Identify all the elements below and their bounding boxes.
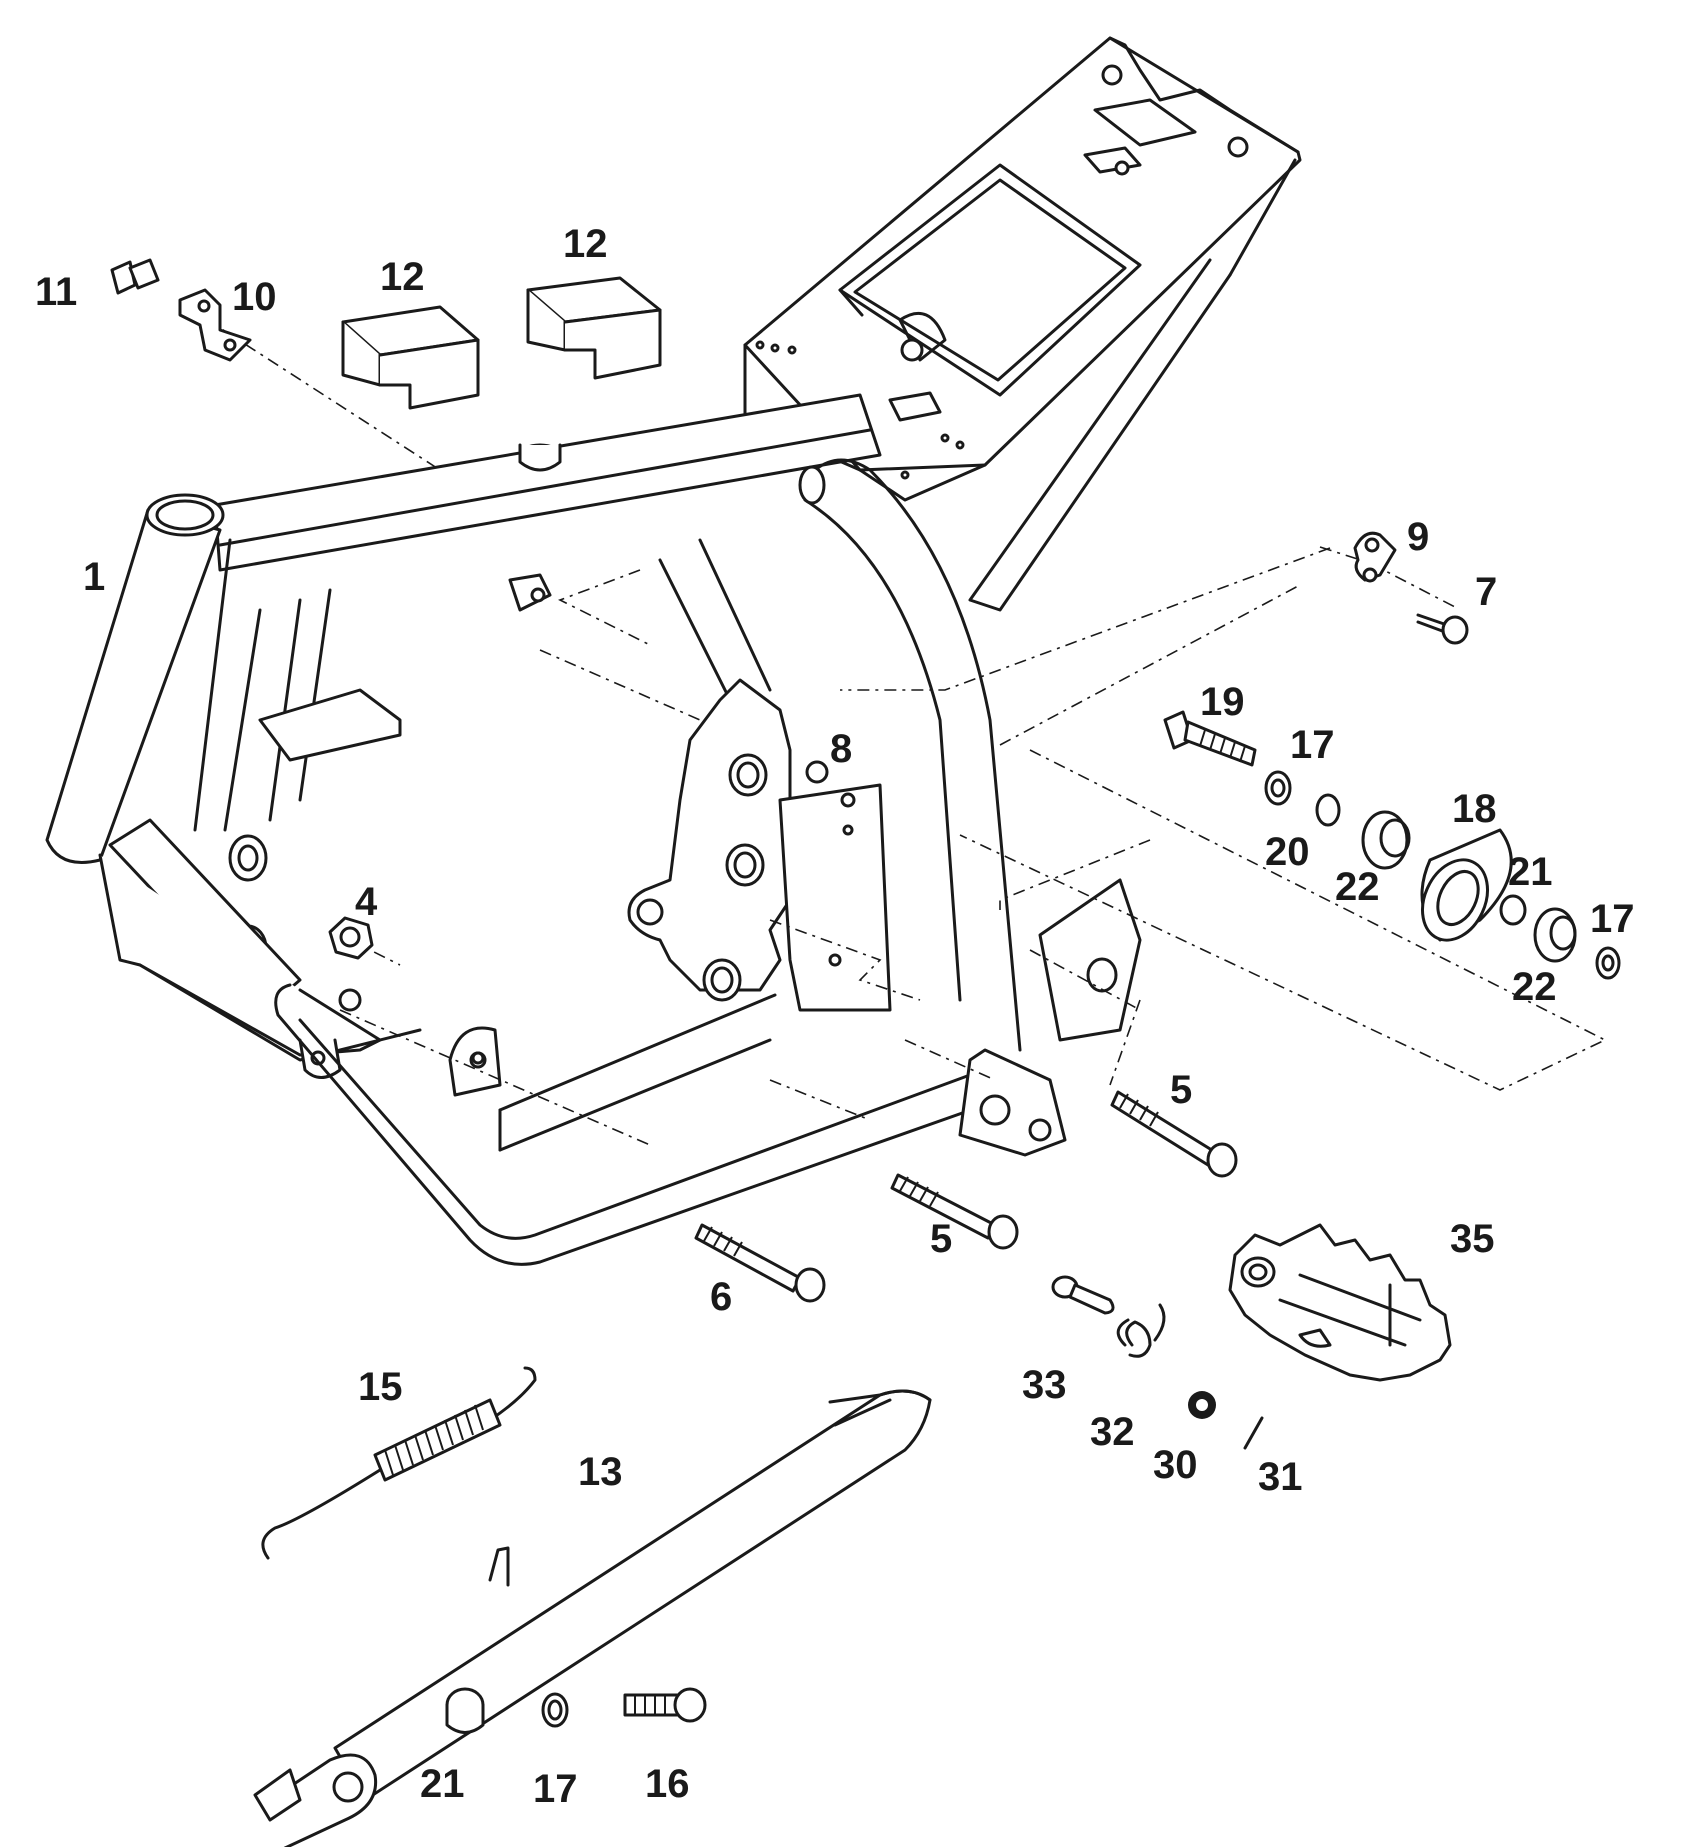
callout-17-bottom: 17 bbox=[533, 1767, 578, 1811]
part-31-cotter bbox=[1243, 1416, 1264, 1450]
part-22-bearing bbox=[1361, 810, 1411, 870]
part-15-spring bbox=[261, 1366, 537, 1560]
callout-33: 33 bbox=[1022, 1363, 1067, 1407]
pivot-plates bbox=[627, 678, 892, 1012]
callout-5-lower: 5 bbox=[930, 1217, 952, 1261]
down-tubes bbox=[193, 538, 402, 972]
part-10-bracket bbox=[178, 288, 252, 362]
main-loop-tube bbox=[274, 983, 987, 1266]
callout-35: 35 bbox=[1450, 1217, 1495, 1261]
callout-15: 15 bbox=[358, 1365, 403, 1409]
callout-labels: 1 4 5 5 6 7 8 9 10 11 12 12 13 15 16 17 … bbox=[35, 222, 1635, 1811]
callout-32: 32 bbox=[1090, 1410, 1135, 1454]
callout-9: 9 bbox=[1407, 515, 1429, 559]
part-5-bolt-upper bbox=[1110, 1090, 1238, 1178]
callout-17-upper: 17 bbox=[1290, 723, 1335, 767]
part-12-cover-left bbox=[341, 305, 480, 410]
callout-12-right: 12 bbox=[563, 222, 608, 266]
part-5-bolt-lower bbox=[890, 1173, 1019, 1250]
part-13-side-stand bbox=[253, 1389, 932, 1847]
mount-nub bbox=[338, 988, 362, 1012]
callout-11: 11 bbox=[35, 270, 77, 314]
part-17-washer bbox=[1264, 770, 1292, 806]
callout-19: 19 bbox=[1200, 680, 1245, 724]
part-20-washer bbox=[1315, 793, 1341, 827]
part-21-spacer-bottom bbox=[445, 1687, 485, 1734]
callout-1: 1 bbox=[83, 555, 105, 599]
top-tube bbox=[213, 393, 882, 572]
part-17-washer bbox=[541, 1692, 569, 1728]
part-18-sleeve bbox=[1420, 828, 1513, 942]
part-9-clip bbox=[1353, 531, 1397, 583]
part-11-bolt bbox=[110, 258, 160, 295]
part-35-footpeg bbox=[1228, 1223, 1452, 1382]
part-17-washer bbox=[1595, 946, 1621, 980]
callout-21-bottom: 21 bbox=[420, 1762, 465, 1806]
callout-21-right: 21 bbox=[1508, 850, 1553, 894]
callout-20: 20 bbox=[1265, 830, 1310, 874]
part-19-bolt bbox=[1163, 710, 1257, 767]
part-4-nut bbox=[328, 916, 374, 960]
part-16-bolt bbox=[623, 1687, 707, 1723]
callout-22-upper: 22 bbox=[1335, 865, 1380, 909]
part-7-screw bbox=[1416, 613, 1469, 645]
part-12-cover-right bbox=[526, 276, 662, 380]
part-30-ring bbox=[1188, 1391, 1216, 1419]
part-32-spring bbox=[1116, 1303, 1166, 1358]
callout-22-lower: 22 bbox=[1512, 965, 1557, 1009]
callout-6: 6 bbox=[710, 1275, 732, 1319]
callout-5-upper: 5 bbox=[1170, 1068, 1192, 1112]
front-cradle bbox=[98, 818, 502, 1097]
rear-mount-bracket bbox=[958, 878, 1142, 1157]
leader-lines bbox=[199, 314, 1607, 1146]
callout-8: 8 bbox=[830, 727, 852, 771]
callout-18: 18 bbox=[1452, 787, 1497, 831]
part-22-bearing bbox=[1533, 907, 1577, 963]
rear-subframe bbox=[743, 36, 1302, 612]
callout-13: 13 bbox=[578, 1450, 623, 1494]
part-33-pin bbox=[1051, 1275, 1115, 1315]
part-8-nut bbox=[805, 760, 829, 784]
callout-17-right: 17 bbox=[1590, 897, 1635, 941]
mount-nub bbox=[471, 1051, 485, 1065]
callout-12-left: 12 bbox=[380, 255, 425, 299]
callout-31: 31 bbox=[1258, 1455, 1303, 1499]
callout-10: 10 bbox=[232, 275, 277, 319]
callout-7: 7 bbox=[1475, 570, 1497, 614]
part-6-bolt bbox=[694, 1223, 826, 1303]
callout-4: 4 bbox=[355, 880, 378, 924]
rear-loop-tube bbox=[798, 458, 1022, 1052]
part-21-spacer bbox=[1499, 894, 1527, 926]
callout-30: 30 bbox=[1153, 1443, 1198, 1487]
callout-16: 16 bbox=[645, 1762, 690, 1806]
